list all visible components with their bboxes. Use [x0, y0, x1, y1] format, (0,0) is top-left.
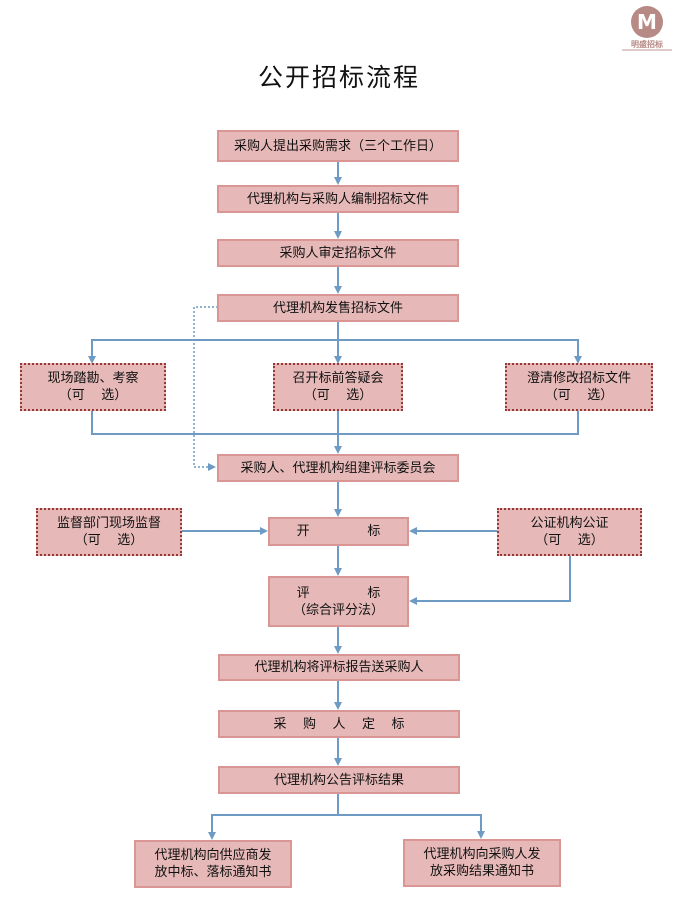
merge-clarify — [338, 410, 579, 435]
arrow-s10-s11b — [338, 814, 485, 839]
dotted-arrow-s4-s5 — [193, 306, 218, 471]
step-prepare-tender-docs: 代理机构与采购人编制招标文件 — [217, 185, 459, 213]
logo-glyph: M — [637, 10, 657, 34]
arrow-s10-s11a — [208, 814, 338, 840]
branch-to-site-visit — [88, 339, 338, 364]
optional-supervision: 监督部门现场监督 （可 选） — [36, 508, 182, 556]
optional-site-visit: 现场踏勘、考察 （可 选） — [20, 363, 166, 411]
step-award-decision: 采 购 人 定 标 — [218, 710, 460, 738]
step-notify-purchaser: 代理机构向采购人发 放采购结果通知书 — [403, 839, 561, 887]
step-bid-evaluation: 评 标 （综合评分法） — [268, 576, 409, 627]
step-form-evaluation-committee: 采购人、代理机构组建评标委员会 — [217, 454, 459, 482]
step-sell-tender-docs: 代理机构发售招标文件 — [217, 294, 459, 322]
logo: M 明盛招标 — [622, 6, 672, 52]
page-title: 公开招标流程 — [257, 63, 420, 92]
optional-notarization: 公证机构公证 （可 选） — [497, 508, 642, 556]
step-procurement-request: 采购人提出采购需求（三个工作日） — [217, 130, 459, 162]
optional-clarify-tender-docs: 澄清修改招标文件 （可 选） — [505, 363, 653, 411]
step-approve-tender-docs: 采购人审定招标文件 — [217, 239, 459, 267]
logo-subtitle — [622, 49, 672, 51]
arrow-notary-s7 — [409, 556, 571, 605]
step-notify-suppliers: 代理机构向供应商发 放中标、落标通知书 — [134, 840, 292, 888]
logo-name: 明盛招标 — [631, 40, 663, 49]
logo-mark-icon — [631, 6, 663, 38]
optional-pre-bid-meeting: 召开标前答疑会 （可 选） — [273, 363, 403, 411]
branch-to-clarify — [338, 339, 582, 364]
step-bid-opening: 开 标 — [268, 517, 409, 546]
merge-site-visit — [91, 410, 338, 435]
step-send-evaluation-report: 代理机构将评标报告送采购人 — [218, 654, 460, 681]
step-announce-results: 代理机构公告评标结果 — [218, 766, 460, 794]
